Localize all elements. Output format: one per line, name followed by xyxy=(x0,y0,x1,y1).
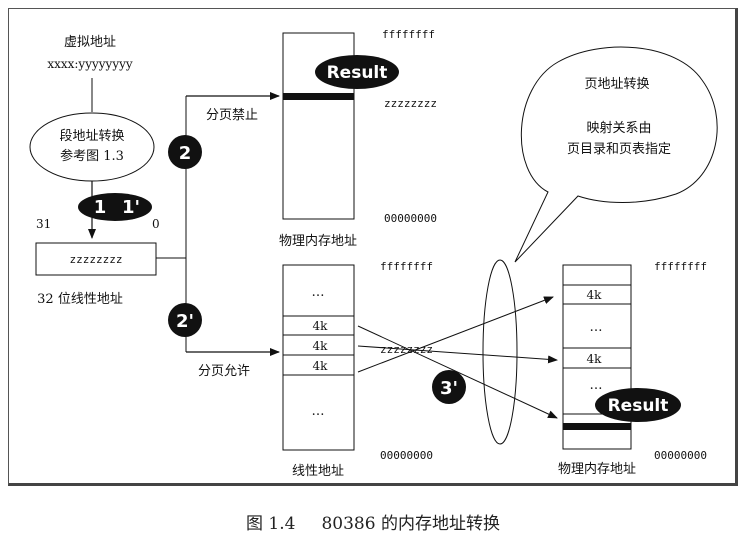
result-label-enabled: Result xyxy=(608,396,669,416)
linear-address-space-label: 线性地址 xyxy=(292,464,344,479)
mapping-arrow-lower xyxy=(357,325,558,419)
linear-cell-ellipsis-bottom: … xyxy=(312,404,325,419)
mapping-arrow-upper xyxy=(357,296,554,373)
physical-cell-ellipsis-1: … xyxy=(590,320,603,335)
virtual-address-format: xxxx:yyyyyyyy xyxy=(47,57,133,71)
page-translation-lens xyxy=(482,259,518,445)
diagram-frame xyxy=(8,8,738,486)
paging-enabled-label: 分页允许 xyxy=(198,363,250,379)
callout-line2: 页目录和页表指定 xyxy=(567,142,671,157)
physical-top-address-disabled: ffffffff xyxy=(382,28,435,41)
page-translation-callout xyxy=(514,46,718,263)
step-2-label: 2 xyxy=(179,143,192,164)
virtual-address-title: 虚拟地址 xyxy=(64,35,116,50)
figure-title: 80386 的内存地址转换 xyxy=(321,514,500,534)
bit-0-label: 0 xyxy=(152,217,160,231)
bit-31-label: 31 xyxy=(36,217,51,231)
step-1-badge xyxy=(78,193,152,221)
step-2-prime-badge xyxy=(168,303,202,337)
result-label-disabled: Result xyxy=(327,63,388,83)
physical-bottom-address-disabled: 00000000 xyxy=(384,212,437,225)
physical-top-address-enabled: ffffffff xyxy=(654,260,707,273)
result-badge-enabled xyxy=(595,388,681,422)
linear-cell-4k-1: 4k xyxy=(313,319,329,333)
figure-caption: 图 1.4 80386 的内存地址转换 xyxy=(0,509,746,534)
callout-line1: 映射关系由 xyxy=(586,120,651,136)
linear-address-label: 32 位线性地址 xyxy=(37,292,123,307)
physical-bottom-address-enabled: 00000000 xyxy=(654,449,707,462)
linear-address-value: zzzzzzzz xyxy=(70,253,123,266)
step-3-prime-label: 3' xyxy=(440,378,458,399)
step-2-badge xyxy=(168,135,202,169)
physical-entry-address-disabled: zzzzzzzz xyxy=(384,97,437,110)
linear-bottom-address: 00000000 xyxy=(380,449,433,462)
physical-cell-4k-2: 4k xyxy=(587,352,603,366)
physical-memory-label-enabled: 物理内存地址 xyxy=(558,461,636,477)
step-2-prime-label: 2' xyxy=(176,311,194,332)
callout-title: 页地址转换 xyxy=(584,77,649,92)
linear-address-register xyxy=(35,242,157,276)
physical-cell-4k-1: 4k xyxy=(587,288,603,302)
physical-memory-entry-bar xyxy=(283,93,354,100)
linear-address-block xyxy=(282,264,355,451)
linear-cell-4k-2: 4k xyxy=(313,339,329,353)
segment-translation-line2: 参考图 1.3 xyxy=(60,148,124,164)
step-1-label: 1 xyxy=(94,197,107,218)
result-badge-disabled xyxy=(315,55,399,89)
figure-number: 图 1.4 xyxy=(246,514,296,534)
step-1-prime-label: 1' xyxy=(122,197,140,218)
segment-translation-ellipse xyxy=(29,112,155,182)
physical-cell-ellipsis-2: … xyxy=(590,378,603,393)
segment-translation-line1: 段地址转换 xyxy=(59,129,124,144)
step-3-prime-badge xyxy=(432,370,466,404)
paging-disabled-label: 分页禁止 xyxy=(206,108,258,123)
linear-cell-4k-3: 4k xyxy=(313,359,329,373)
physical-memory-label-disabled: 物理内存地址 xyxy=(279,233,357,249)
physical-entry-bar-enabled xyxy=(563,423,631,430)
mapping-arrow-middle xyxy=(357,345,558,364)
linear-top-address: ffffffff xyxy=(380,260,433,273)
linear-cell-ellipsis-top: … xyxy=(312,285,325,300)
crossing-address-label: zzzzzzzz xyxy=(380,343,433,356)
